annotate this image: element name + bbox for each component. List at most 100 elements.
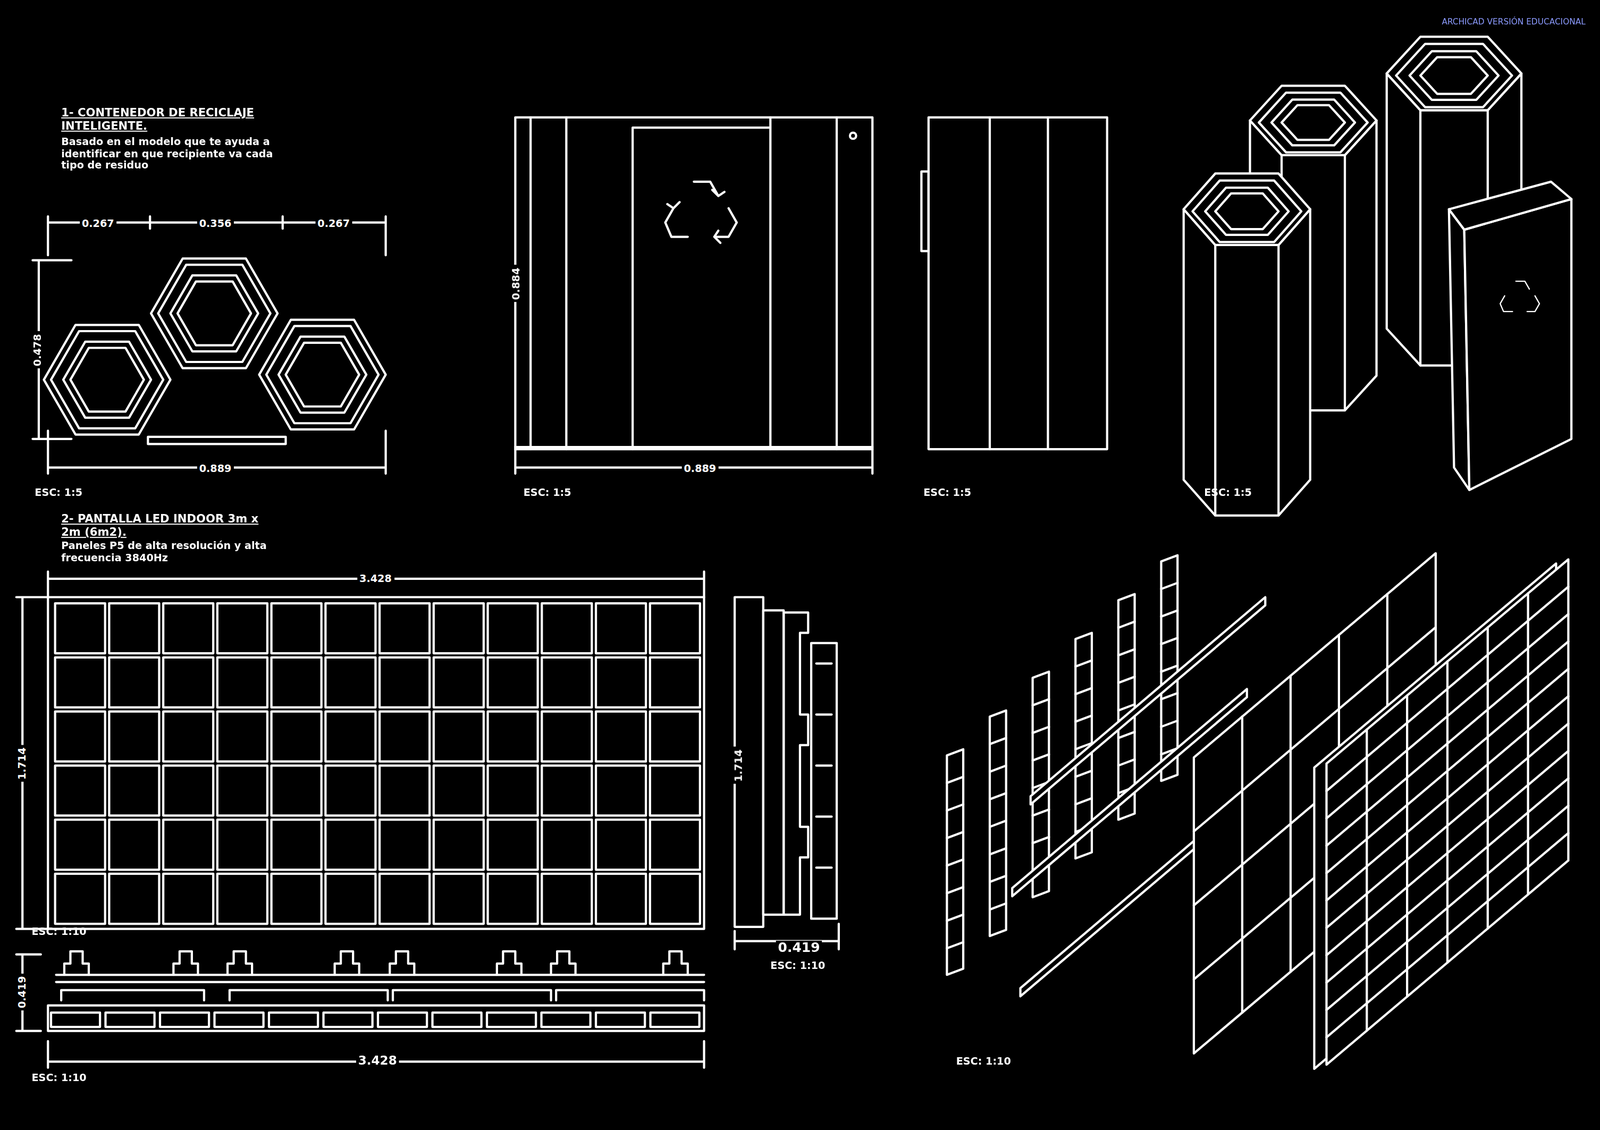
side-handle [921, 171, 929, 252]
led-cell [433, 765, 484, 816]
bin-ring [1409, 51, 1499, 100]
led-cell [325, 603, 376, 654]
led-frame [47, 596, 704, 929]
ladder-rung [989, 793, 1007, 800]
plan-cell [214, 1012, 264, 1027]
led-cell [487, 657, 538, 708]
plan-cell [105, 1012, 155, 1027]
led-cell [650, 657, 701, 708]
hex-ring [170, 275, 259, 352]
dimension-value: 1.714 [733, 747, 745, 784]
led-cell [55, 603, 106, 654]
bracket [389, 951, 415, 975]
bin-top [1250, 85, 1377, 156]
led-cell [595, 819, 646, 870]
hex-plan [44, 258, 386, 435]
bin-ring [1281, 105, 1345, 140]
ladder-rung [1118, 731, 1135, 739]
ladder-rung [946, 777, 964, 784]
led-cell [595, 765, 646, 816]
led-cell [108, 765, 159, 816]
led-cell [433, 711, 484, 762]
dimension-value: 0.419 [16, 974, 29, 1011]
panel-grid [1326, 778, 1569, 983]
led-cell [487, 603, 538, 654]
section-layer [783, 612, 808, 915]
plan-cell [323, 1012, 373, 1027]
ladder-rung [1075, 798, 1092, 805]
rail-line [56, 974, 705, 982]
panel-grid [1326, 586, 1569, 791]
bin-ring [1192, 180, 1302, 243]
panel-grid [1326, 805, 1569, 1010]
led-cell [217, 765, 268, 816]
led-cell [217, 819, 268, 870]
led-cell [541, 657, 592, 708]
dimension-value: 0.884 [510, 265, 522, 302]
section-layer [811, 643, 837, 920]
scale-note: ESC: 1:5 [523, 486, 572, 499]
plan-cell [650, 1012, 700, 1027]
led-cell [217, 657, 268, 708]
bin-ring [1420, 57, 1488, 95]
led-cell [650, 603, 701, 654]
led-cell [163, 819, 214, 870]
led-cell [379, 873, 430, 924]
ladder-rung [1032, 809, 1050, 816]
scale-note: ESC: 1:5 [923, 486, 972, 499]
panel-grid [1365, 729, 1368, 1032]
scale-note: ESC: 1:10 [956, 1055, 1012, 1068]
scale-note: ESC: 1:5 [34, 486, 83, 499]
hex-ring [150, 258, 278, 368]
led-cell [325, 765, 376, 816]
bin-ring [1205, 187, 1289, 235]
led-cell [650, 819, 701, 870]
bracket [663, 951, 688, 975]
hex-ring [70, 348, 144, 412]
panel-grid [1486, 627, 1489, 929]
bracket [497, 951, 522, 975]
box-front [1464, 198, 1572, 490]
hex-ring [51, 331, 164, 429]
led-cell [108, 603, 159, 654]
plan-cell [51, 1012, 100, 1027]
led-cell [541, 873, 592, 924]
plan-strip [47, 1005, 704, 1032]
ladder-rung [946, 804, 964, 811]
bin-ring [1271, 99, 1355, 146]
ladder-rung [1161, 720, 1178, 728]
led-cell [163, 657, 214, 708]
recycle-symbol [665, 181, 737, 243]
led-cell [55, 873, 106, 924]
note: Basado en el modelo que te ayuda a ident… [61, 135, 281, 171]
ladder-post [989, 710, 1007, 937]
led-cell [325, 657, 376, 708]
led-cell [55, 765, 106, 816]
panel-grid [1326, 751, 1569, 956]
dimension-value: 0.267 [79, 217, 116, 230]
ladder-rung [1161, 610, 1178, 617]
led-cell [325, 819, 376, 870]
ladder-rung [989, 738, 1007, 745]
sensor-dot [849, 132, 857, 140]
panel-grid [1326, 668, 1569, 873]
panel-grid [1526, 593, 1529, 895]
led-cell [541, 603, 592, 654]
section-title: 2- PANTALLA LED INDOOR 3m x 2m (6m2). [61, 513, 281, 540]
led-cell [595, 603, 646, 654]
led-cell [541, 711, 592, 762]
dimension-line [16, 954, 41, 1032]
dimension-line [47, 216, 386, 256]
scale-note: ESC: 1:5 [1203, 486, 1252, 499]
dimension-value: 0.889 [681, 462, 719, 475]
led-cell [650, 711, 701, 762]
section-detail [816, 663, 832, 868]
ladder-rung [1161, 693, 1178, 700]
led-cell [163, 711, 214, 762]
container-front [515, 117, 873, 450]
bin-ring [1395, 44, 1512, 108]
ladder-rung [1161, 665, 1178, 672]
ladder-rung [1118, 759, 1135, 766]
ladder-rung [946, 942, 964, 949]
